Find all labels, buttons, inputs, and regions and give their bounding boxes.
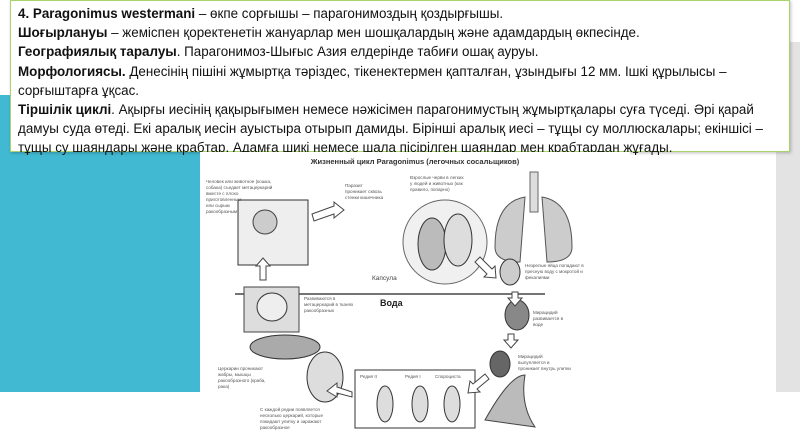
diagram-label-redia2: Редия II — [360, 374, 377, 379]
water-label: Вода — [380, 298, 404, 308]
person-eating-illustration — [237, 199, 309, 266]
snail-illustration — [484, 374, 537, 428]
diagram-label-eggs: фекалиями — [525, 275, 550, 280]
lifecycle-diagram: Жизненный цикл Paragonimus (легочных сос… — [200, 152, 630, 433]
paragraph-geography: Географиялық таралуы. Парагонимоз-Шығыс … — [18, 42, 782, 61]
species-name: 4. Paragonimus westermani — [18, 6, 196, 21]
crab-illustration — [249, 334, 321, 360]
paragraph-species: 4. Paragonimus westermani – өкпе сорғышы… — [18, 4, 782, 23]
diagram-label-miracidium-dev: воде — [533, 322, 544, 327]
diagram-label-adults: Взрослые черви в легких — [410, 175, 464, 180]
diagram-title: Жизненный цикл Paragonimus (легочных сос… — [310, 157, 520, 166]
diagram-label-miracidium-dev: Мирацидий — [533, 309, 558, 315]
diagram-label-redia-out: несколько церкарий, которые — [260, 412, 323, 418]
diagram-label-eat: приготовленным — [206, 197, 241, 202]
diagram-label-parasite: Паразит — [345, 183, 364, 188]
diagram-label-metacercaria: Развиваются в — [304, 296, 336, 301]
content-text-box: 4. Paragonimus westermani – өкпе сорғышы… — [10, 0, 790, 155]
diagram-label-eat: ракообразным — [206, 209, 237, 214]
diagram-label-cercaria: ракообразного (краба, — [218, 378, 266, 383]
diagram-label-eggs: пресную воду с мокротой и — [525, 268, 583, 274]
diagram-label-adults: у людей и животных (как — [410, 180, 464, 186]
diagram-label-cercaria: Церкарии проникают — [218, 366, 264, 371]
diagram-label-parasite: стенки кишечника — [345, 195, 384, 200]
diagram-label-miracidium-dev: развивается в — [533, 316, 564, 321]
egg-illustration — [499, 258, 521, 286]
diagram-label-eat: собака) съедает метацеркарий — [206, 184, 273, 190]
cycle-arrows — [254, 200, 524, 398]
miracidium-illustration — [489, 350, 511, 378]
species-desc: – өкпе сорғышы – парагонимоздың қоздырғы… — [195, 6, 504, 21]
capsule-label: Капсула — [372, 275, 397, 282]
diagram-label-redia-out: покидают улитку и заражают — [260, 419, 322, 424]
diagram-label-eat: или сырым — [206, 203, 230, 208]
geography-text: . Парагонимоз-Шығыс Азия елдерінде табиғ… — [176, 44, 539, 60]
paragraph-location: Шоғырлануы – жемiспен қоректенетін жануа… — [18, 23, 782, 42]
location-heading: Шоғырлануы — [18, 25, 108, 41]
diagram-label-sporocyst: Спороциста — [435, 374, 461, 379]
diagram-label-miracidium-hatch: вылупляется и — [518, 360, 550, 365]
location-text: – жемiспен қоректенетін жануарлар мен шо… — [107, 25, 640, 41]
diagram-label-eat: Человек или животное (кошка, — [206, 179, 271, 184]
diagram-label-parasite: проникает сквозь — [345, 189, 382, 194]
diagram-label-miracidium-hatch: Мирацидий — [518, 353, 543, 359]
diagram-label-eggs: Незрелые яйца попадают в — [525, 262, 584, 268]
morphology-text: Денесінің пішіні жұмыртқа тәріздес, тіке… — [18, 63, 727, 98]
morphology-heading: Морфологиясы. — [18, 63, 126, 79]
diagram-label-redia-out: ракообразное — [260, 425, 290, 430]
paragraph-morphology: Морфологиясы. Денесінің пішіні жұмыртқа … — [18, 62, 782, 100]
diagram-label-redia1: Редия I — [405, 374, 421, 379]
diagram-label-metacercaria: метацеркарий в тканях — [304, 301, 354, 307]
diagram-label-miracidium-hatch: проникает внутрь улитки — [518, 366, 571, 371]
geography-heading: Географиялық таралуы — [18, 44, 177, 60]
diagram-label-eat: вместе с плохо — [206, 191, 239, 196]
diagram-label-adults: правило, попарно) — [410, 187, 450, 192]
miracidium-egg-illustration — [504, 299, 530, 331]
diagram-label-cercaria: жабры, мышцы — [218, 372, 251, 377]
diagram-label-metacercaria: ракообразных — [304, 308, 335, 313]
diagram-label-cercaria: рака) — [218, 384, 230, 389]
lifecycle-text: . Ақырғы иесінің қақырығымен немесе нәжі… — [18, 102, 763, 156]
diagram-label-redia-out: С каждой редии появляется — [260, 406, 320, 412]
cercaria-illustration — [306, 351, 344, 403]
paragraph-lifecycle: Тіршілік циклі. Ақырғы иесінің қақырығым… — [18, 100, 782, 158]
lifecycle-heading: Тіршілік циклі — [18, 102, 112, 118]
